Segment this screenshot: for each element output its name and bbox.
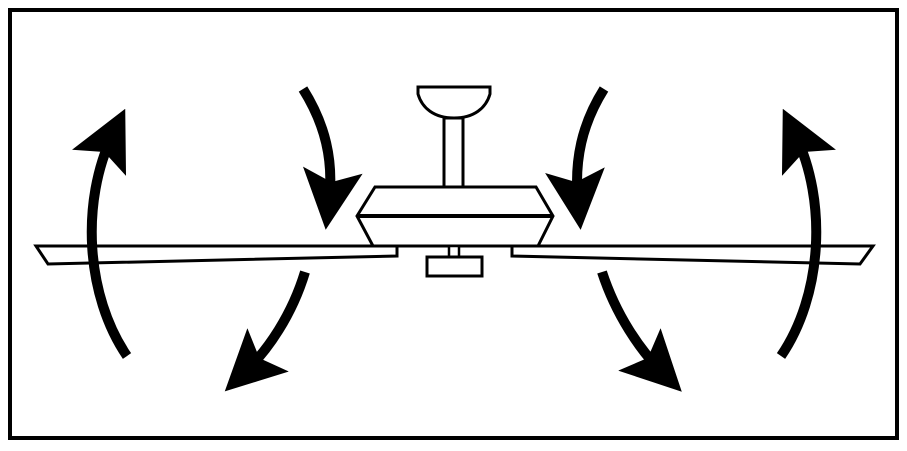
fan-blade-left (33, 244, 399, 266)
fan-canopy (416, 85, 492, 120)
arrow-inner-left-bottom-down-icon (224, 270, 310, 392)
arrow-inner-right-bottom-down-icon (597, 270, 682, 392)
diagram-frame (8, 8, 899, 440)
arrow-outer-right-up-icon (776, 108, 836, 359)
arrow-outer-left-up-icon (72, 108, 132, 359)
fan-downrod (442, 116, 465, 190)
fan-blade-right (510, 244, 876, 266)
fan-light-kit (425, 255, 484, 278)
arrow-inner-right-top-down-icon (545, 86, 609, 230)
arrow-inner-left-top-down-icon (298, 86, 363, 230)
airflow-arrows (72, 86, 836, 392)
